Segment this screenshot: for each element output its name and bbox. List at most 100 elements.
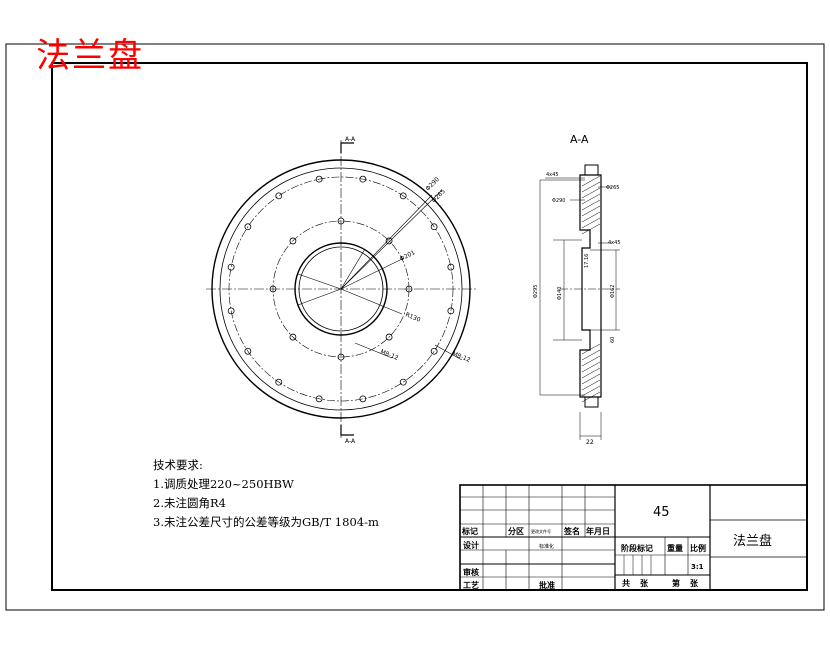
dim-right-top: Φ265 [606,185,619,191]
leader-d-pcd2 [340,257,405,290]
leader-hole-2 [434,344,463,361]
bolt-hole [405,285,413,293]
leader-inner-1 [297,288,342,306]
bolt-hole [430,347,438,355]
bolt-hole [337,217,345,225]
inner-border [51,62,808,591]
hatch-line [581,181,601,193]
title-block [459,484,808,591]
bolt-hole [227,263,235,271]
pcd-inner [272,220,410,358]
hatch-line [581,349,601,361]
dim-d-inner: Φ140 [557,287,563,300]
section-view [539,164,620,440]
bolt-hole [359,175,367,183]
hatch-line [581,343,601,355]
tb-label-review: 审核 [463,567,479,577]
bolt-hole [447,307,455,315]
hatch-line [581,385,601,397]
bolt-hole [227,307,235,315]
tb-label-standardize: 标准化 [539,543,554,550]
leader-inner-2 [297,273,342,290]
section-hatching [581,175,601,403]
dim-d-pcd2: Φ201 [399,249,417,263]
dim-d-pcd1: Φ265 [430,188,447,205]
bolt-hole [399,378,407,386]
outer-bolt-holes [227,175,455,403]
hatch-line [581,193,601,205]
dim-bore1: 17.16 [584,254,590,268]
tb-label-sheets: 张 [640,579,649,588]
bolt-hole [315,395,323,403]
bolt-hole [244,347,252,355]
dim-d-left: Φ295 [533,285,539,298]
tb-label-ratio: 比例 [690,543,706,553]
tech-note-1: 1.调质处理220~250HBW [153,477,294,491]
tb-label-total: 共 [622,578,630,588]
dim-left-top: Φ290 [552,198,565,204]
tech-note-2: 2.未注圆角R4 [153,496,226,510]
hatch-line [581,373,601,385]
dim-hole-1: M8-12 [379,348,399,362]
bolt-hole [385,333,393,341]
technical-requirements: 技术要求: 1.调质处理220~250HBW 2.未注圆角R4 3.未注公差尺寸… [153,456,379,532]
hatch-line [581,175,601,187]
bolt-hole [275,192,283,200]
hatch-line [581,355,601,367]
hatch-line [581,187,601,199]
section-outline [579,174,602,398]
tb-label-process: 工艺 [463,580,479,590]
inner-bolt-holes [269,217,413,361]
tech-notes-heading: 技术要求: [153,458,203,472]
tb-label-zone: 分区 [508,526,524,536]
bore-circle-2 [298,246,384,332]
hatch-line [581,391,601,403]
tb-material: 45 [653,505,670,520]
tb-label-approve: 批准 [539,580,555,590]
hatch-line [581,367,601,379]
bolt-hole [289,237,297,245]
cut-marker-top [340,142,354,153]
tb-label-stage-mark: 阶段标记 [621,543,653,553]
cut-label-top: A-A [345,136,356,143]
bolt-hole [447,263,455,271]
section-hub-bottom [584,396,599,408]
tb-part-name: 法兰盘 [733,533,772,549]
bolt-hole [269,285,277,293]
cut-label-bottom: A-A [345,438,356,445]
cut-marker-bottom [340,425,354,436]
dim-width-bottom: 22 [586,439,594,446]
leader-inner-3 [340,248,366,290]
drawing-title: 法兰盘 [36,36,144,76]
bolt-hole [385,237,393,245]
tech-note-3: 3.未注公差尺寸的公差等级为GB/T 1804-m [153,515,379,529]
tb-label-date: 年月日 [586,526,610,536]
tb-label-sheet: 张 [690,579,699,588]
bolt-hole [289,333,297,341]
bolt-hole [359,395,367,403]
tb-scale: 3:1 [691,563,704,571]
outer-frame [5,43,825,611]
tb-label-design: 设计 [463,540,479,550]
front-view [206,140,476,440]
hatch-line [581,211,601,223]
dim-d-right: Φ162 [610,285,616,298]
bolt-hole [399,192,407,200]
bolt-hole [337,353,345,361]
hatch-line [581,199,601,211]
tb-label-sheet-no: 第 [672,578,680,588]
tb-label-mark: 标记 [461,526,478,536]
hatch-line [581,361,601,373]
hatch-line [581,205,601,217]
bolt-hole [275,378,283,386]
hatch-line [581,223,601,235]
leader-hole-1 [354,342,393,359]
dim-top-small: 4x45 [546,172,559,178]
pcd-outer [228,176,454,402]
hatch-line [581,217,601,229]
dim-hole-2: M8-12 [451,350,471,364]
leader-r [340,288,403,315]
bolt-hole [244,223,252,231]
